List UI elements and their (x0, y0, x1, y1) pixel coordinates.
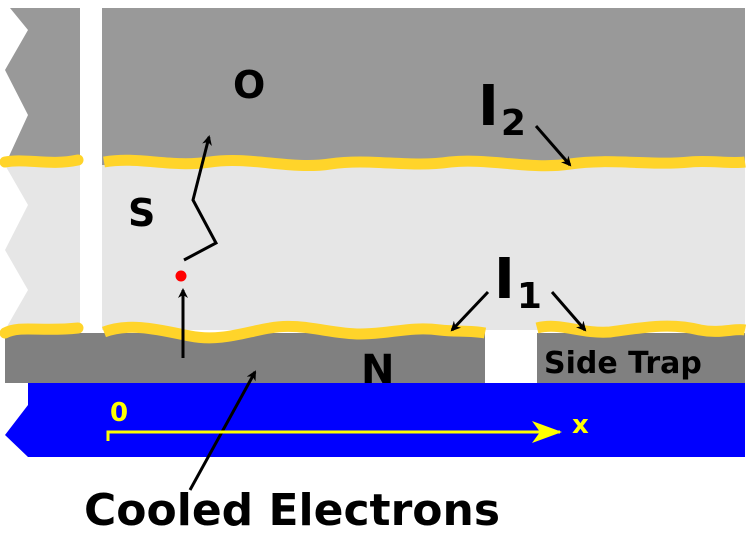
vertical-gap (80, 8, 102, 333)
insulator-barrier-i1 (102, 320, 487, 344)
i1-pointer-arrow-left (450, 290, 490, 332)
x-axis-line (106, 421, 562, 443)
label-i2: I2 (478, 74, 526, 144)
zigzag-arrow-icon (183, 135, 219, 262)
label-side-trap: Side Trap (544, 346, 702, 381)
label-i1: I1 (494, 247, 542, 317)
trap-gap (485, 333, 537, 373)
i1-pointer-arrow-right (550, 291, 587, 332)
insulator-barrier-i1-right (535, 320, 747, 338)
label-normal-metal: N (361, 347, 394, 393)
electron-dot (175, 270, 187, 282)
normal-metal-layer (5, 333, 485, 383)
insulator-barrier-i2 (0, 154, 84, 168)
outer-layer (5, 8, 745, 165)
label-outer: O (233, 63, 265, 107)
superconductor-layer (5, 165, 745, 330)
insulator-barrier-i1-left (0, 322, 84, 339)
caption-cooled-electrons: Cooled Electrons (84, 485, 500, 531)
label-superconductor: S (128, 191, 155, 235)
insulator-barrier-i2-right (103, 154, 746, 172)
label-x-axis: x (572, 410, 589, 440)
label-origin: 0 (110, 398, 128, 428)
i2-pointer-arrow (534, 125, 572, 167)
side-trap-layer (537, 333, 745, 383)
